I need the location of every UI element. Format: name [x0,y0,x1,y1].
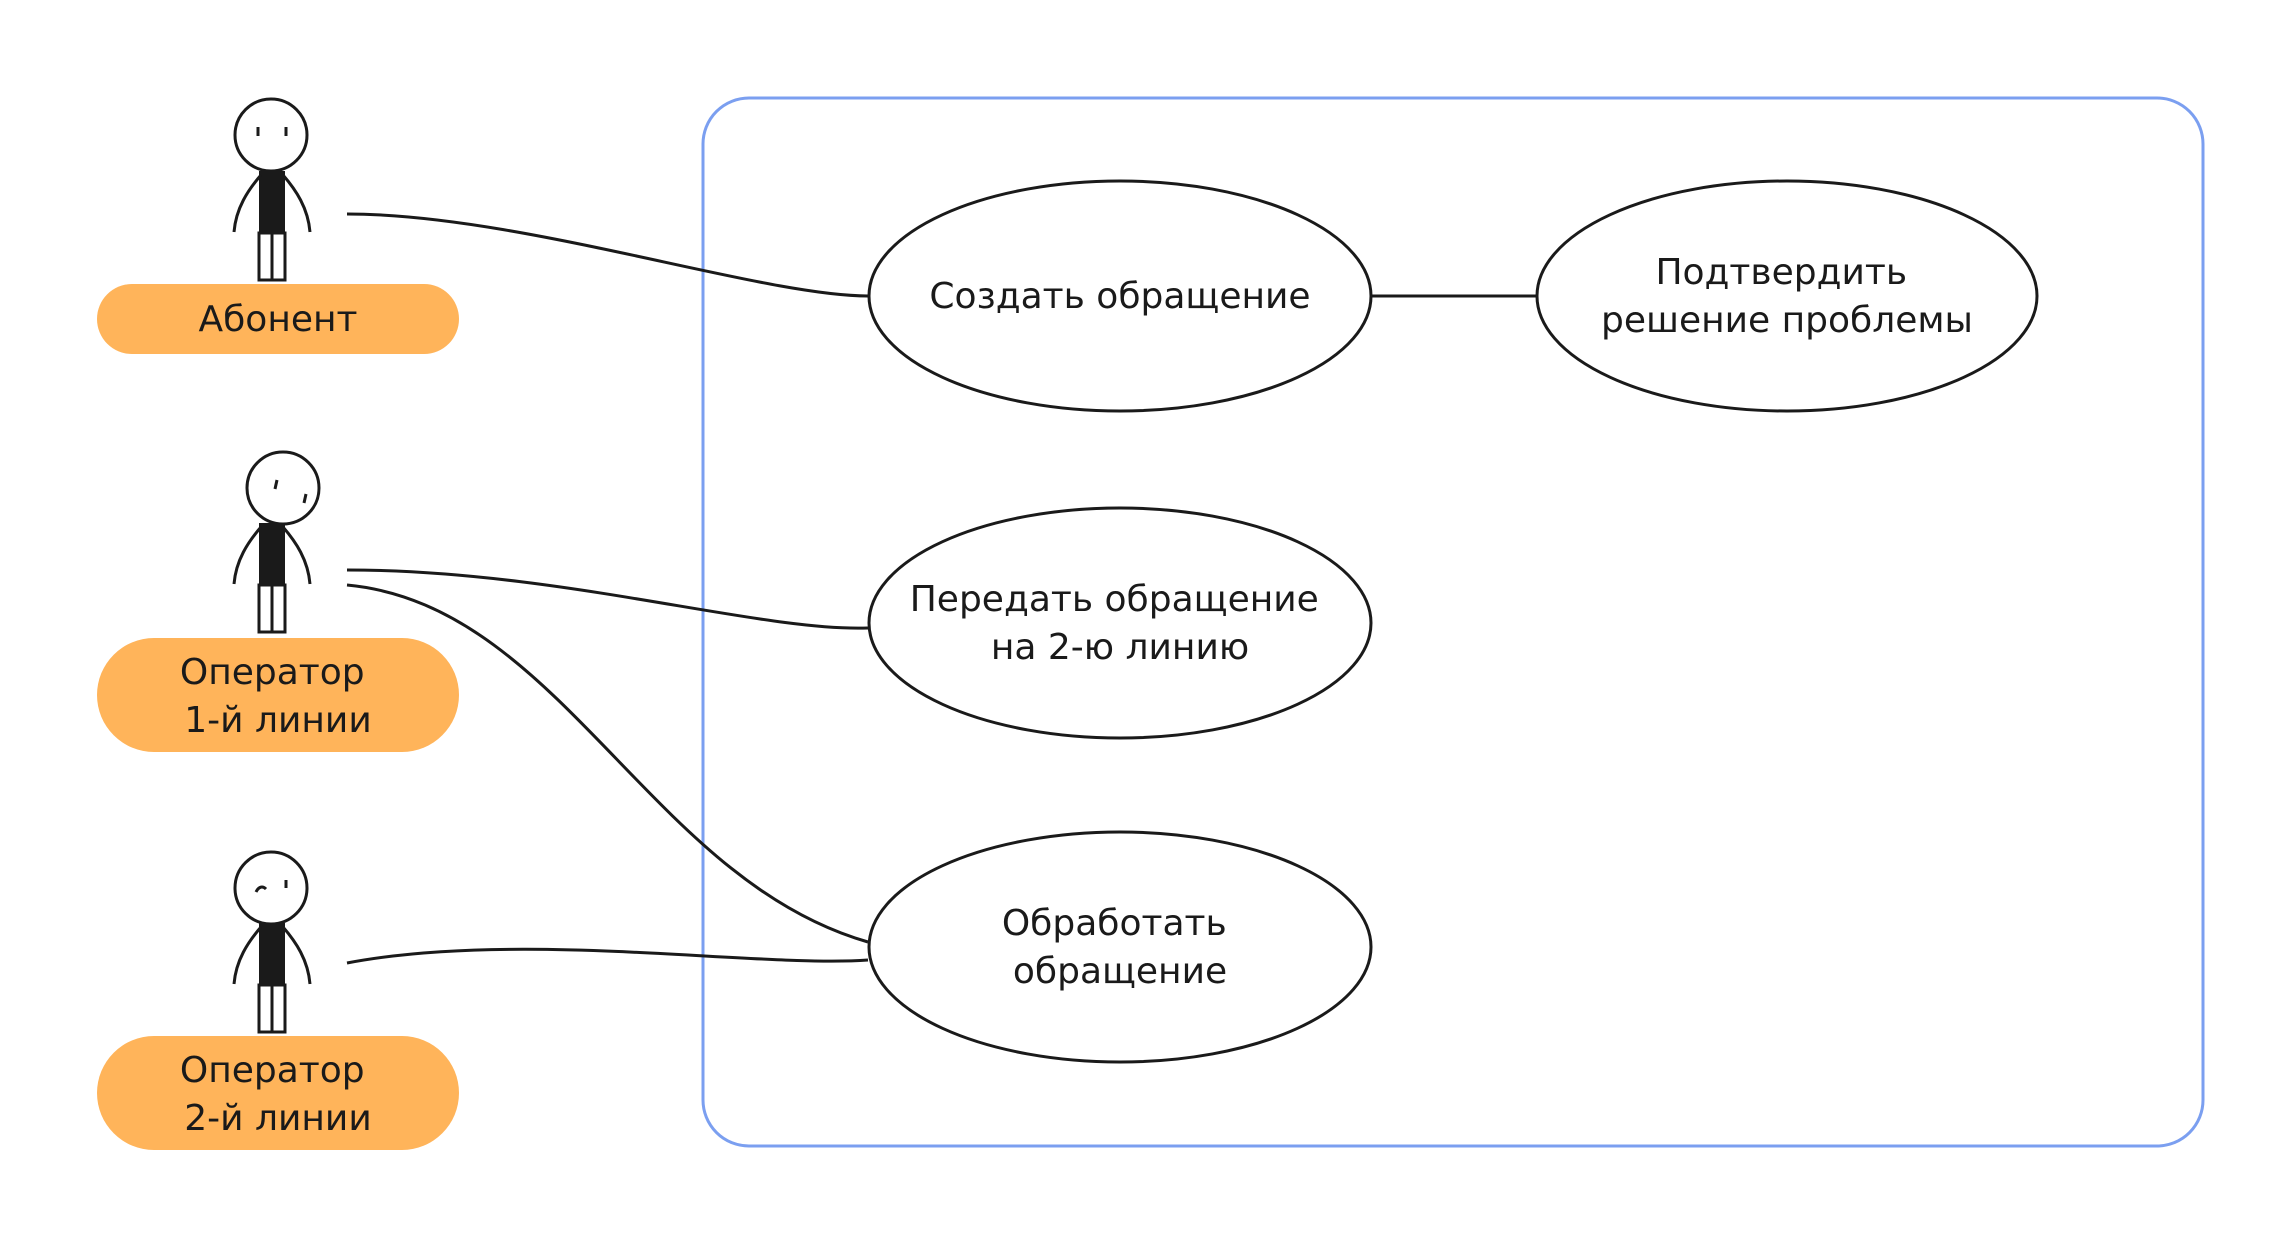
association-operator1-process [346,583,869,944]
actor-label: Оператор 2-й линии [180,1050,376,1139]
association-subscriber-create [346,212,869,298]
associations [346,212,1537,965]
actor-label: Абонент [198,299,357,340]
actor-label: Оператор 1-й линии [180,652,376,741]
usecase-label: Обработать обращение [1002,903,1238,992]
usecase-confirm: Подтвердить решение проблемы [1535,179,2039,413]
association-operator1-transfer [346,568,869,630]
system-boundary [701,96,2205,1148]
usecase-label: Передать обращение на 2-ю линию [910,579,1331,668]
usecase-create: Создать обращение [867,179,1373,413]
usecase-label: Создать обращение [929,276,1310,317]
stick-figure-icon [232,97,312,282]
actor-badge [97,284,459,354]
actor-badge [97,638,459,752]
usecase-label: Подтвердить решение проблемы [1601,252,1973,341]
usecase-process: Обработать обращение [867,830,1373,1064]
usecase-transfer: Передать обращение на 2-ю линию [867,506,1373,740]
actor-subscriber: Абонент [97,97,459,354]
stick-figure-icon [232,850,312,1034]
association-operator2-process [346,947,869,965]
actor-operator1: Оператор 1-й линии [97,450,459,752]
stick-figure-icon [232,450,321,634]
actor-badge [97,1036,459,1150]
actor-operator2: Оператор 2-й линии [97,850,459,1150]
